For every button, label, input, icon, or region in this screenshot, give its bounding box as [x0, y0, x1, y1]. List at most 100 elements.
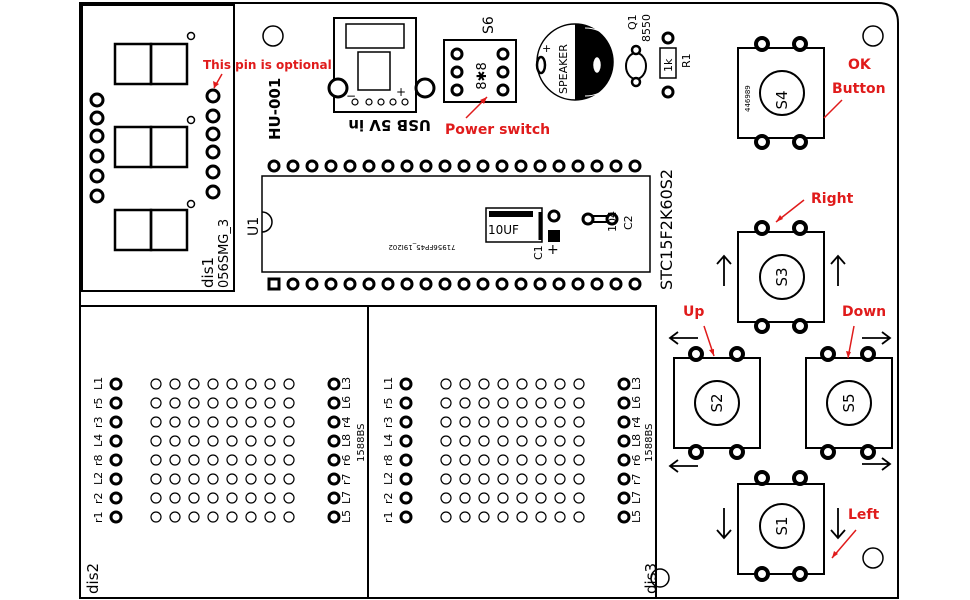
- annotation-power-switch: Power switch: [445, 122, 550, 138]
- matrix-led: [264, 435, 276, 447]
- matrix-row-label: r7: [340, 473, 353, 485]
- mcu-pin: [438, 277, 452, 291]
- matrix-led: [283, 473, 295, 485]
- matrix-led: [478, 492, 490, 504]
- matrix-row-label: L3: [630, 377, 643, 390]
- matrix-led: [516, 454, 528, 466]
- matrix-pin: [617, 472, 631, 486]
- matrix-pin: [399, 510, 413, 524]
- mcu-pin: [476, 159, 490, 173]
- matrix-row-label: L6: [630, 396, 643, 409]
- matrix-led: [207, 435, 219, 447]
- matrix-row-label: r6: [630, 454, 643, 466]
- matrix-led: [478, 511, 490, 523]
- matrix-led: [459, 378, 471, 390]
- matrix-led: [478, 435, 490, 447]
- direction-arrows: [668, 254, 892, 540]
- matrix-led: [478, 378, 490, 390]
- c2-ref: C2: [622, 215, 635, 230]
- mcu-pin: [343, 277, 357, 291]
- matrix-led: [283, 511, 295, 523]
- mcu-ref: U1: [246, 217, 262, 236]
- mcu-pin: [628, 159, 642, 173]
- matrix-led: [207, 397, 219, 409]
- mcu-pin: [400, 277, 414, 291]
- matrix-led: [226, 492, 238, 504]
- matrix-row-label: L7: [630, 491, 643, 504]
- matrix-row-label: L6: [340, 396, 353, 409]
- switch-ref: S6: [481, 16, 497, 34]
- matrix-pin: [327, 434, 341, 448]
- mcu-pin: [457, 277, 471, 291]
- mcu-pin: [609, 159, 623, 173]
- mcu-pin: [286, 159, 300, 173]
- matrix-pin: [399, 491, 413, 505]
- matrix-led: [440, 378, 452, 390]
- mcu-pin: [495, 159, 509, 173]
- matrix-led: [516, 397, 528, 409]
- matrix-led: [535, 473, 547, 485]
- arrow-down-icon: [830, 508, 846, 540]
- arrow-left-icon: [668, 331, 698, 345]
- matrix-led: [554, 416, 566, 428]
- usb-minus: −: [346, 89, 356, 103]
- matrix-led: [554, 454, 566, 466]
- mcu-pin: [552, 277, 566, 291]
- matrix-led: [459, 397, 471, 409]
- matrix-led: [150, 397, 162, 409]
- matrix-led: [516, 435, 528, 447]
- matrix-led: [169, 473, 181, 485]
- matrix-pin: [109, 472, 123, 486]
- mcu-pin: [590, 159, 604, 173]
- matrix-led: [459, 435, 471, 447]
- matrix-led: [226, 378, 238, 390]
- annotation-right: Right: [811, 191, 854, 207]
- matrix-led: [573, 454, 585, 466]
- q1-part: 8550: [640, 14, 653, 42]
- matrix-led: [535, 492, 547, 504]
- matrix-row-label: L4: [92, 434, 105, 447]
- matrix-led: [459, 511, 471, 523]
- matrix-pin: [399, 453, 413, 467]
- matrix-row-label: r8: [382, 454, 395, 466]
- matrix-row-label: r1: [382, 511, 395, 523]
- mcu-pin: [609, 277, 623, 291]
- matrix-led: [535, 378, 547, 390]
- matrix-led: [440, 492, 452, 504]
- matrix-led: [573, 511, 585, 523]
- mcu-pin: [590, 277, 604, 291]
- mcu-pin: [362, 277, 376, 291]
- matrix-led: [245, 416, 257, 428]
- matrix-led: [497, 492, 509, 504]
- annotation-ok-button: Button: [832, 81, 886, 97]
- matrix-pin: [109, 377, 123, 391]
- mcu-pin: [514, 277, 528, 291]
- matrix-pin: [399, 415, 413, 429]
- matrix-row-label: r7: [630, 473, 643, 485]
- matrix-led: [150, 378, 162, 390]
- matrix-row-label: L1: [92, 377, 105, 390]
- matrix-led: [150, 511, 162, 523]
- matrix-pin: [399, 377, 413, 391]
- hu-label: HU-001: [266, 78, 284, 140]
- matrix-row-label: L5: [630, 510, 643, 523]
- matrix-led: [535, 454, 547, 466]
- mcu-pin: [400, 159, 414, 173]
- matrix-led: [207, 454, 219, 466]
- mcu-pin: [305, 159, 319, 173]
- matrix-led: [554, 511, 566, 523]
- matrix-led: [150, 416, 162, 428]
- matrix-led: [283, 492, 295, 504]
- c1-value: 10UF: [488, 223, 519, 237]
- s4-code: 446989: [744, 85, 752, 112]
- matrix-led: [283, 454, 295, 466]
- matrix-led: [245, 397, 257, 409]
- matrix-row-label: L2: [382, 472, 395, 485]
- matrix-led: [573, 492, 585, 504]
- matrix-led: [188, 397, 200, 409]
- matrix-pin: [399, 472, 413, 486]
- transistor-q1: Q1 8550: [625, 14, 653, 88]
- mcu-pin: [533, 277, 547, 291]
- mcu-small-text: 71956FP45_19I202: [388, 243, 455, 251]
